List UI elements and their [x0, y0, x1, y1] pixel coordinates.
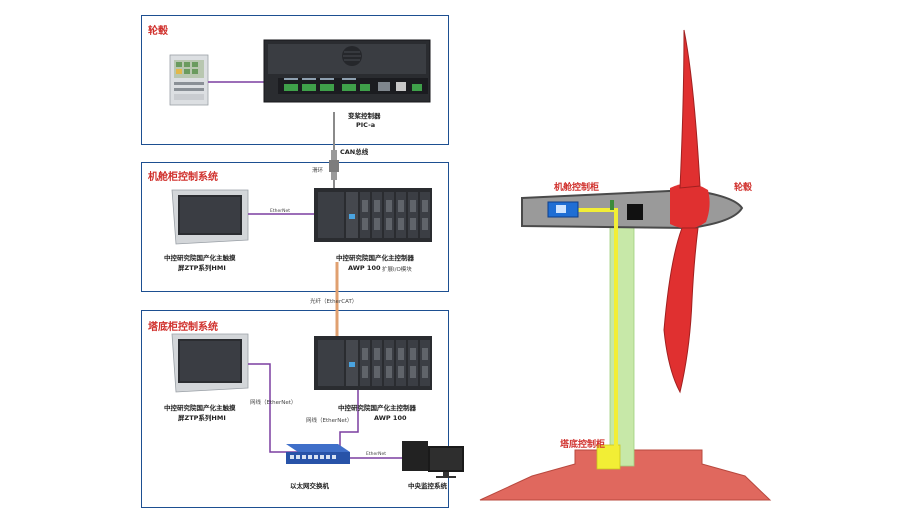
main-controller-bottom-label-1: 中控研究院国产化主控制器: [338, 404, 416, 412]
central-monitor-device: [402, 441, 464, 478]
slip-ring-label: 滑环: [312, 168, 324, 174]
hub-panel-title: 轮毂: [148, 26, 168, 37]
tower-body: [609, 221, 635, 467]
turbine-hub-label: 轮毂: [734, 183, 753, 193]
hmi-bottom-label-1: 中控研究院国产化主触摸: [164, 404, 236, 412]
nacelle-panel-title: 机舱柜控制系统: [148, 172, 218, 183]
turbine-cable: [560, 208, 618, 450]
hub-body: [670, 183, 710, 229]
main-controller-bottom-device: [314, 336, 432, 390]
net-cable-left-label: 网线（EtherNet）: [250, 400, 297, 406]
blade-bottom: [663, 227, 699, 394]
controller-switch-line: [339, 390, 359, 447]
ethernet-top-label: EtherNet: [270, 209, 290, 214]
fiber-label: 光纤（EtherCAT）: [310, 299, 358, 305]
hmi-top-label-2: 屏ZTP系列HMI: [178, 264, 226, 272]
central-monitor-label: 中央监控系统: [408, 482, 447, 490]
can-bus-label: CAN总线: [340, 148, 369, 156]
hmi-bottom-label-2: 屏ZTP系列HMI: [178, 414, 226, 422]
pitch-controller-model: PIC-a: [356, 121, 376, 129]
main-controller-top-label-1: 中控研究院国产化主控制器: [336, 254, 414, 262]
hmi-top-label-1: 中控研究院国产化主触摸: [164, 254, 236, 262]
pitch-drive-device: [169, 54, 209, 106]
turbine-tower-cabinet-label: 塔底控制柜: [560, 440, 606, 450]
ethernet-switch-device: [286, 444, 350, 464]
main-controller-top-device: [314, 188, 432, 242]
hub-box: [627, 204, 643, 220]
hmi-bottom-device: [171, 333, 249, 393]
main-controller-bottom-label-2: AWP 100: [374, 414, 407, 422]
pitch-controller-label: 变桨控制器: [348, 112, 381, 120]
pitch-controller-device: [263, 39, 431, 103]
ethernet-switch-label: 以太网交换机: [290, 482, 329, 490]
net-cable-mid-label: 网线（EtherNet）: [306, 418, 353, 424]
turbine-nacelle-cabinet-label: 机舱控制柜: [554, 183, 600, 193]
hmi-top-device: [171, 189, 249, 245]
blade-top: [679, 29, 701, 189]
slip-ring-connector: [329, 150, 339, 180]
ethernet-pc-label: EtherNet: [366, 452, 386, 457]
tower-panel-title: 塔底柜控制系统: [148, 322, 218, 333]
main-controller-top-note: 扩展I/O模块: [382, 267, 412, 273]
hmi-switch-line: [248, 363, 300, 453]
main-controller-top-label-2: AWP 100: [348, 264, 381, 272]
tower-cabinet-box: [596, 444, 621, 470]
tower-foundation: [479, 449, 772, 501]
